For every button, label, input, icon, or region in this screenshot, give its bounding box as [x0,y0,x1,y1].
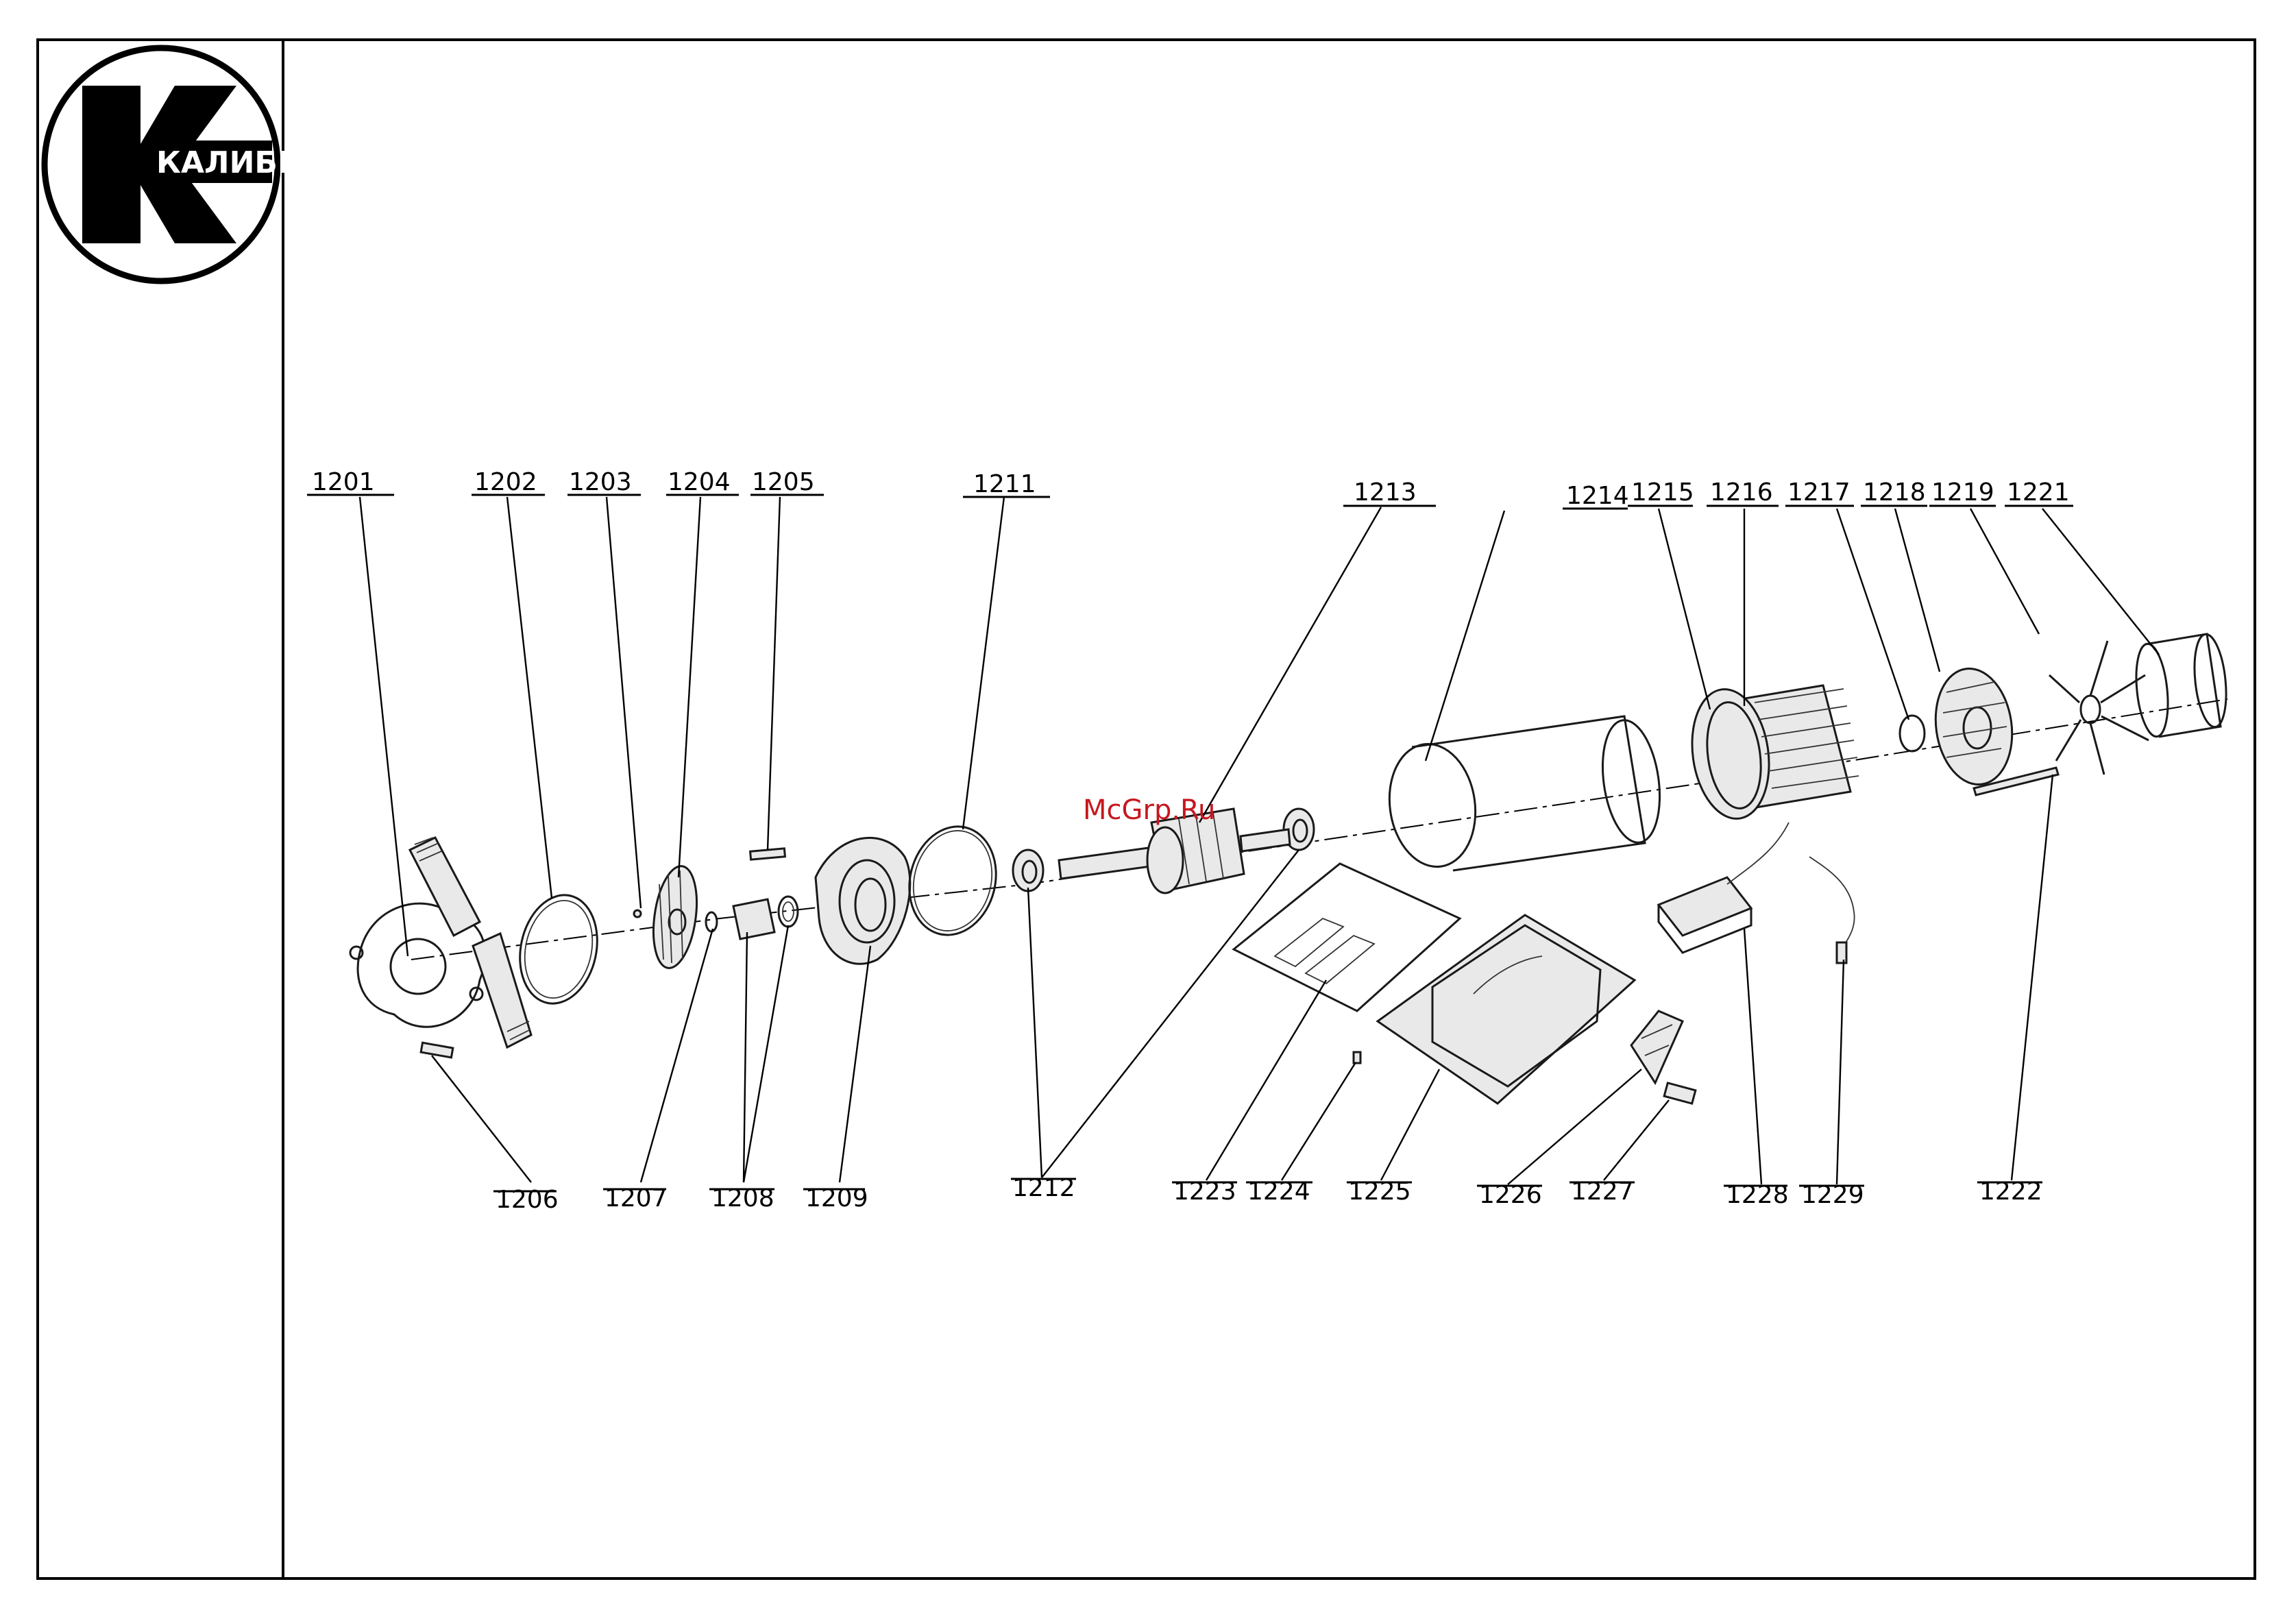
svg-text:1223: 1223 [1173,1178,1236,1206]
label-1205: 1205 [750,468,824,496]
screw-1224 [1354,1052,1360,1063]
label-1211: 1211 [963,470,1050,498]
label-1204: 1204 [666,468,739,496]
svg-text:1212: 1212 [1012,1174,1075,1202]
label-1228: 1228 [1724,1181,1789,1209]
svg-text:1215: 1215 [1631,478,1694,507]
svg-text:1216: 1216 [1710,478,1773,507]
cooling-fan [2049,641,2149,775]
svg-text:1202: 1202 [474,468,537,496]
label-1202: 1202 [472,468,545,496]
label-1207: 1207 [603,1184,668,1212]
kalibr-logo: КАЛИБР [45,48,300,281]
label-1223: 1223 [1172,1178,1237,1206]
label-1214: 1214 [1563,482,1629,510]
gasket [898,817,1007,944]
svg-text:1227: 1227 [1571,1178,1634,1206]
label-1215: 1215 [1628,478,1694,507]
svg-text:1209: 1209 [805,1184,868,1212]
svg-text:1204: 1204 [668,468,731,496]
svg-text:1217: 1217 [1787,478,1851,507]
label-1203: 1203 [567,468,641,496]
rear-cover [1929,663,2020,790]
impeller [648,864,703,971]
label-1219: 1219 [1929,478,1996,507]
svg-text:1229: 1229 [1801,1181,1864,1209]
label-1224: 1224 [1246,1178,1312,1206]
svg-text:1214: 1214 [1566,482,1629,510]
svg-text:1228: 1228 [1726,1181,1789,1209]
svg-text:1226: 1226 [1479,1181,1542,1209]
screws [421,1043,453,1058]
svg-text:1219: 1219 [1931,478,1994,507]
svg-text:1221: 1221 [2007,478,2070,507]
svg-text:1225: 1225 [1348,1178,1411,1206]
label-1229: 1229 [1799,1181,1864,1209]
label-1208: 1208 [709,1184,774,1212]
label-1209: 1209 [803,1184,868,1212]
screw-1205 [750,849,785,860]
svg-text:1203: 1203 [569,468,632,496]
bearing-front [1013,850,1043,891]
watermark: McGrp.Ru [1083,794,1215,826]
label-1225: 1225 [1347,1178,1412,1206]
flange [816,838,910,964]
lock-ring [706,912,717,931]
svg-text:1213: 1213 [1354,478,1417,507]
pump-housing [350,838,531,1047]
svg-text:1207: 1207 [604,1184,668,1212]
svg-text:1224: 1224 [1247,1178,1310,1206]
label-1201: 1201 [307,468,394,496]
label-1217: 1217 [1785,478,1854,507]
rear-ring [1900,716,1925,751]
label-1212: 1212 [1011,1174,1076,1202]
mechanical-seal [733,897,798,939]
power-cable [1809,857,1855,963]
fan-cover [2132,633,2230,738]
logo-text: КАЛИБР [156,145,300,180]
label-1206: 1206 [493,1186,559,1214]
svg-text:1201: 1201 [312,468,375,496]
motor-housing [1684,684,1859,823]
svg-text:1222: 1222 [1979,1178,2042,1206]
label-1213: 1213 [1343,478,1436,507]
svg-text:1205: 1205 [752,468,815,496]
svg-text:1208: 1208 [711,1184,774,1212]
svg-text:1211: 1211 [973,470,1036,498]
label-1226: 1226 [1477,1181,1542,1209]
washer-small [634,910,641,917]
svg-text:1206: 1206 [496,1186,559,1214]
label-1221: 1221 [2005,478,2073,507]
label-1218: 1218 [1861,478,1927,507]
label-1222: 1222 [1977,1178,2042,1206]
label-1216: 1216 [1707,478,1779,507]
stator-tube [1382,716,1667,873]
label-1227: 1227 [1570,1178,1635,1206]
capacitor [1659,822,1789,953]
svg-text:1218: 1218 [1863,478,1926,507]
motor-base [1378,915,1635,1104]
